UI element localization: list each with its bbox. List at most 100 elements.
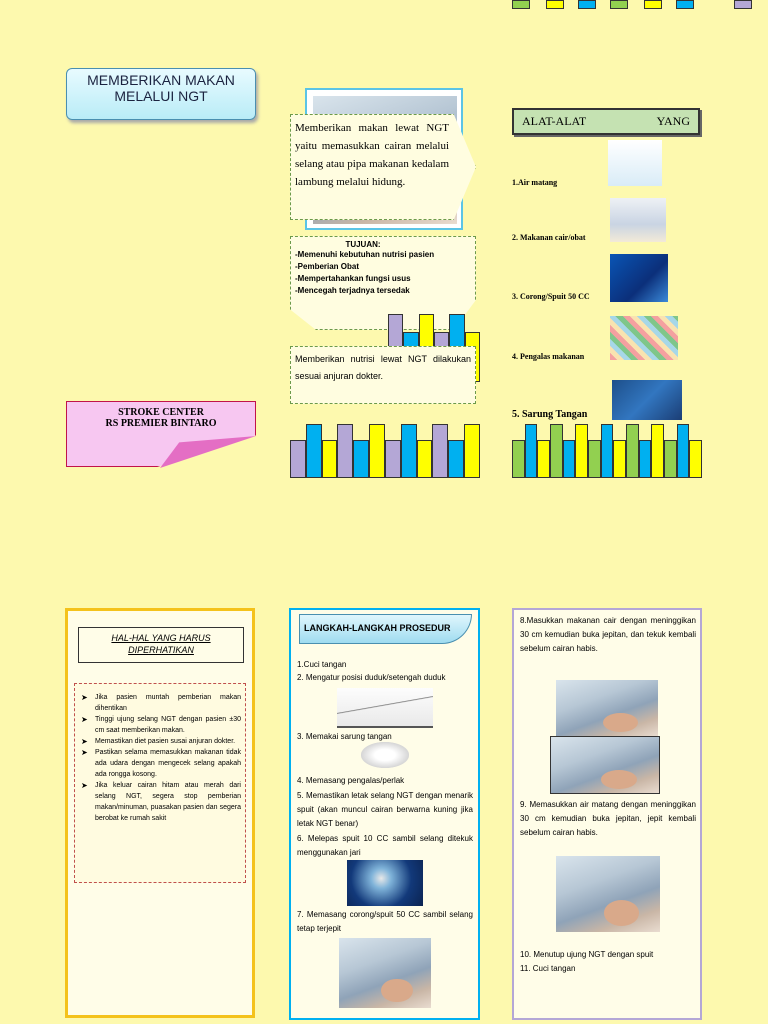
top-color-bar (644, 0, 662, 9)
hal-list-item: Tinggi ujung selang NGT dengan pasien ±3… (79, 714, 241, 736)
step-10: 10. Menutup ujung NGT dengan spuit (520, 950, 654, 959)
step-1: 1.Cuci tangan (297, 660, 347, 669)
color-bar (651, 424, 664, 478)
middle-color-strip (290, 422, 480, 478)
step-8: 8.Masukkan makanan cair dengan meninggik… (520, 616, 696, 653)
syringe-hand-image (347, 860, 423, 906)
pad-image (610, 316, 678, 360)
tool-item-water: 1.Air matang (512, 178, 558, 187)
color-bar (689, 440, 702, 478)
step-2: 2. Mengatur posisi duduk/setengah duduk (297, 673, 446, 682)
tujuan-heading: TUJUAN: (345, 240, 381, 249)
tools-heading-right: YANG (656, 114, 690, 128)
color-bar (587, 440, 601, 478)
hal-list-item: Jika pasien muntah pemberian makan dihen… (79, 692, 241, 714)
color-bar (369, 424, 385, 478)
intro-callout: Memberikan makan lewat NGT yaitu memasuk… (290, 114, 476, 220)
color-bar (676, 424, 690, 478)
color-bar (384, 440, 401, 478)
water-image (608, 140, 662, 186)
tujuan-list: -Memenuhi kebutuhan nutrisi pasien -Pembe… (295, 249, 471, 297)
step-7: 7. Memasang corong/spuit 50 CC sambil se… (297, 910, 473, 933)
step-7-photo (339, 938, 431, 1008)
color-bar (464, 424, 480, 478)
top-color-strip (512, 0, 768, 10)
top-color-bar (676, 0, 694, 9)
color-bar (524, 424, 538, 478)
right-steps-panel: 8.Masukkan makanan cair dengan meninggik… (512, 608, 702, 1020)
color-bar (575, 424, 588, 478)
top-color-bar (578, 0, 596, 9)
top-color-bar (610, 0, 628, 9)
title-line-2: MELALUI NGT (114, 88, 208, 104)
color-bar (549, 424, 563, 478)
color-bar (537, 440, 550, 478)
hal-list-box: Jika pasien muntah pemberian makan dihen… (74, 683, 246, 883)
hal-list-item: Pastikan selama memasukkan makanan tidak… (79, 747, 241, 780)
tool-item-gloves: 5. Sarung Tangan (512, 409, 588, 420)
gloves-image (612, 380, 682, 420)
tujuan-item: -Mempertahankan fungsi usus (295, 274, 411, 283)
step-5: 5. Memastikan letak selang NGT dengan me… (297, 791, 473, 828)
hal-title-box: HAL-HAL YANG HARUS DIPERHATIKAN (78, 627, 244, 663)
hal-title-line-1: HAL-HAL YANG HARUS (111, 633, 211, 643)
step-9: 9. Memasukkan air matang dengan meninggi… (520, 800, 696, 837)
step-11: 11. Cuci tangan (520, 964, 576, 973)
brochure-title: MEMBERIKAN MAKAN MELALUI NGT (66, 68, 256, 120)
color-bar (600, 424, 614, 478)
color-bar (290, 440, 306, 478)
color-bar (512, 440, 525, 478)
color-bar (613, 440, 626, 478)
hal-panel: HAL-HAL YANG HARUS DIPERHATIKAN Jika pas… (65, 608, 255, 1018)
tools-heading: ALAT-ALAT YANG (512, 108, 700, 135)
step-8-photo-a (556, 680, 658, 736)
glove-illustration (361, 742, 409, 768)
hal-list-item: Memastikan diet pasien susai anjuran dok… (79, 736, 241, 747)
color-bar (321, 440, 338, 478)
tujuan-callout: TUJUAN: -Memenuhi kebutuhan nutrisi pasi… (290, 236, 476, 330)
color-bar (562, 440, 576, 478)
tool-item-syringe: 3. Corong/Spuit 50 CC (512, 292, 590, 301)
color-bar (448, 440, 465, 478)
hal-title-line-2: DIPERHATIKAN (128, 645, 194, 655)
hospital-label: STROKE CENTER RS PREMIER BINTARO (66, 401, 256, 467)
color-bar (353, 440, 370, 478)
tools-heading-left: ALAT-ALAT (522, 114, 587, 128)
step-6: 6. Melepas spuit 10 CC sambil selang dit… (297, 834, 473, 857)
tujuan-item: -Memenuhi kebutuhan nutrisi pasien (295, 250, 435, 259)
hal-list: Jika pasien muntah pemberian makan dihen… (79, 692, 241, 824)
color-bar (625, 424, 639, 478)
tujuan-item: -Mencegah terjadnya tersedak (295, 286, 410, 295)
top-color-bar (512, 0, 530, 9)
syringe-image (610, 254, 668, 302)
color-bar (638, 440, 652, 478)
note-box: Memberikan nutrisi lewat NGT dilakukan s… (290, 346, 476, 404)
bed-illustration (337, 688, 433, 728)
note-text: Memberikan nutrisi lewat NGT dilakukan s… (295, 354, 471, 381)
step-3: 3. Memakai sarung tangan (297, 732, 392, 741)
tool-item-food: 2. Makanan cair/obat (512, 233, 586, 242)
hal-list-item: Jika keluar cairan hitam atau merah dari… (79, 780, 241, 824)
step-9-photo (556, 856, 660, 932)
langkah-title-text: LANGKAH-LANGKAH PROSEDUR (304, 623, 451, 633)
color-bar (305, 424, 322, 478)
top-color-bar (546, 0, 564, 9)
langkah-title: LANGKAH-LANGKAH PROSEDUR (299, 614, 472, 644)
top-color-bar (734, 0, 752, 9)
tujuan-item: -Pemberian Obat (295, 262, 360, 271)
intro-text: Memberikan makan lewat NGT yaitu memasuk… (295, 122, 449, 188)
title-line-1: MEMBERIKAN MAKAN (87, 72, 235, 88)
tool-item-pad: 4. Pengalas makanan (512, 352, 585, 361)
color-bar (663, 440, 677, 478)
right-color-strip (512, 422, 702, 478)
hospital-line-1: STROKE CENTER (118, 407, 204, 418)
color-bar (400, 424, 417, 478)
color-bar (432, 424, 449, 478)
step-4: 4. Memasang pengalas/perlak (297, 776, 405, 785)
langkah-panel: LANGKAH-LANGKAH PROSEDUR 1.Cuci tangan 2… (289, 608, 480, 1020)
color-bar (416, 440, 433, 478)
step-8-photo-b (550, 736, 660, 794)
color-bar (337, 424, 354, 478)
hospital-line-2: RS PREMIER BINTARO (105, 418, 217, 429)
food-image (610, 198, 666, 242)
